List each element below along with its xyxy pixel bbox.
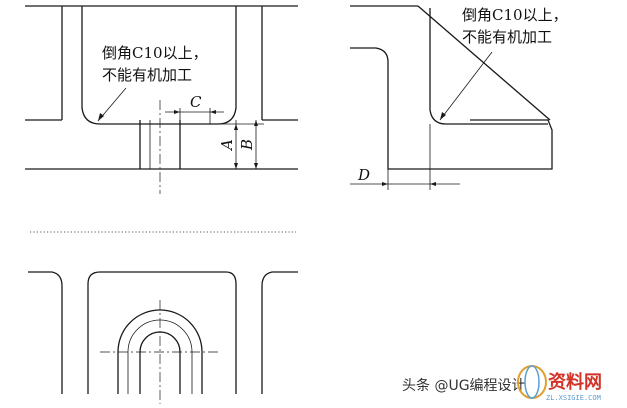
chamfer-note-left-line2: 不能有机加工 bbox=[102, 66, 192, 84]
bottom-center-pocket bbox=[87, 271, 237, 394]
dim-c-arrow-left bbox=[174, 110, 180, 114]
dim-d-label: D bbox=[357, 166, 370, 184]
u-boss-outer bbox=[117, 309, 203, 394]
watermark-brand: 资料网 bbox=[548, 371, 602, 393]
side-view-detail: D 倒角C10以上， 不能有机加工 bbox=[350, 5, 568, 190]
dim-b-arrow-bottom bbox=[254, 163, 258, 169]
side-outer-profile bbox=[350, 47, 553, 170]
watermark-url: ZL.XSIGIE.COM bbox=[546, 394, 601, 402]
left-rib-inner-chamfer bbox=[81, 6, 112, 125]
dim-a-arrow-bottom bbox=[234, 163, 238, 169]
bottom-view bbox=[28, 271, 298, 404]
dim-a-label: A bbox=[218, 139, 236, 152]
watermark-source: 头条 @UG编程设计 bbox=[402, 377, 526, 394]
dim-c-arrow-right bbox=[210, 110, 216, 114]
dim-d-arrow-right bbox=[430, 182, 436, 186]
chamfer-leader-left-arrow bbox=[98, 113, 104, 121]
front-view-detail: C A B 倒角C10以上， 不能有机加工 bbox=[25, 5, 298, 194]
dim-d-arrow-left bbox=[382, 182, 388, 186]
dim-b-arrow-top bbox=[254, 120, 258, 126]
chamfer-note-right-line1: 倒角C10以上， bbox=[462, 6, 568, 24]
right-rib-inner-chamfer bbox=[210, 6, 237, 125]
watermark-logo-icon bbox=[517, 365, 547, 399]
dim-a-arrow-top bbox=[234, 124, 238, 130]
dim-b-label: B bbox=[238, 139, 256, 151]
dim-c-label: C bbox=[190, 93, 202, 111]
watermark: 头条 @UG编程设计 资料网 ZL.XSIGIE.COM bbox=[402, 365, 602, 402]
chamfer-leader-right bbox=[439, 51, 493, 121]
side-chamfer-curve bbox=[429, 109, 548, 125]
chamfer-note-right-line2: 不能有机加工 bbox=[462, 28, 552, 46]
chamfer-note-left-line1: 倒角C10以上， bbox=[102, 44, 208, 62]
bottom-left-rib bbox=[28, 271, 63, 394]
chamfer-leader-right-arrow bbox=[440, 112, 446, 120]
bottom-right-rib bbox=[261, 271, 298, 394]
